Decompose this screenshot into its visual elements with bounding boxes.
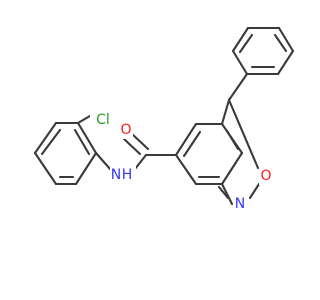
bond [129, 131, 150, 151]
amide-nitrogen-atom: N H [110, 166, 136, 184]
bond [174, 153, 198, 186]
chlorine-atom: Cl [90, 110, 112, 128]
bond [277, 26, 295, 53]
bond [227, 98, 260, 170]
chlorine-label: Cl [96, 112, 110, 128]
bond [238, 33, 254, 54]
amide-nitrogen-label: N [111, 167, 121, 183]
ring-oxygen-label: O [260, 168, 271, 184]
bond [220, 151, 244, 186]
bond [40, 128, 62, 156]
ring-oxygen-atom: O [259, 167, 273, 185]
bond [220, 98, 231, 126]
amide-hydrogen-label: H [122, 167, 133, 183]
bond [276, 49, 295, 76]
bond [231, 49, 249, 76]
ring-nitrogen-atom: N [233, 195, 247, 213]
bond [217, 185, 230, 200]
molecule-structure: Cl O N H O N [33, 26, 295, 213]
carbonyl-oxygen-label: O [120, 122, 131, 138]
bond [33, 121, 58, 155]
bond [273, 33, 288, 53]
bond [74, 151, 98, 186]
bond [94, 151, 112, 171]
bond [133, 153, 148, 171]
bond [73, 128, 91, 156]
bond [227, 72, 249, 102]
bond [231, 26, 250, 53]
bonds [33, 26, 295, 206]
atom-labels: Cl O N H O N [90, 110, 273, 213]
bond [76, 121, 98, 155]
bond [248, 182, 261, 200]
carbonyl-oxygen-atom: O [119, 121, 133, 139]
bond [33, 151, 58, 186]
bond [121, 136, 142, 156]
bond [225, 129, 240, 151]
bond [174, 122, 198, 157]
ring-nitrogen-label: N [235, 196, 245, 212]
bond [182, 130, 202, 158]
bond [220, 182, 234, 206]
